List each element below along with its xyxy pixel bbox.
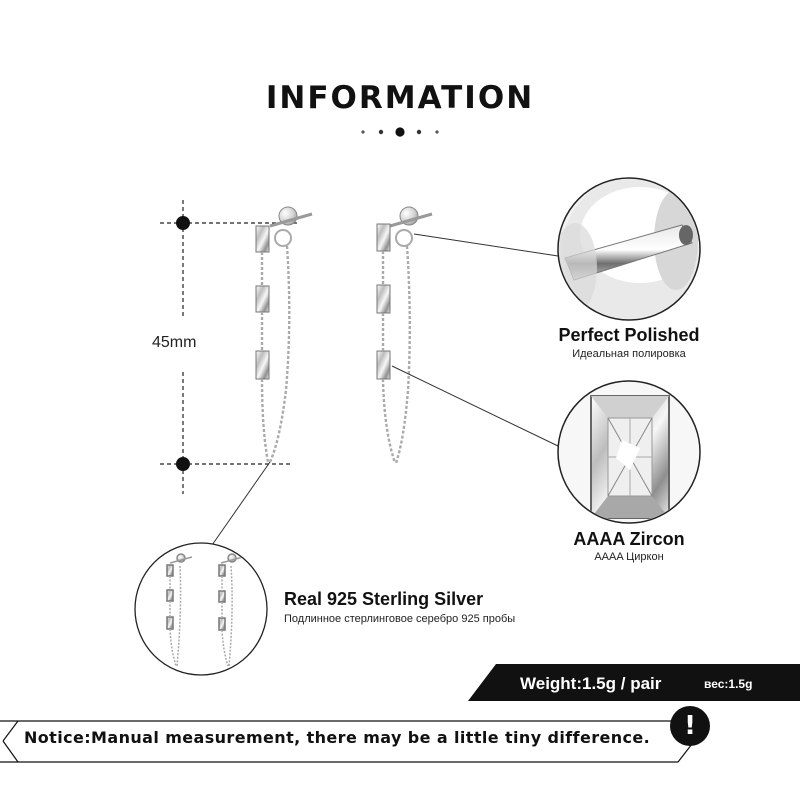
weight-label: Weight:1.5g / pair — [520, 674, 662, 693]
weight-banner — [468, 664, 800, 701]
earring-left — [255, 206, 313, 463]
page-title: INFORMATION — [265, 80, 535, 116]
title-dots-divider — [361, 127, 439, 137]
earring-right — [376, 206, 433, 464]
feature-polished-title: Perfect Polished — [558, 325, 700, 345]
notice-frame — [0, 720, 693, 763]
weight-label-ru: вес:1.5g — [704, 677, 753, 691]
magnifier-circle-icon — [134, 542, 268, 676]
dimension-length-label: 45mm — [152, 334, 197, 351]
feature-silver-subtitle: Подлинное стерлинговое серебро 925 пробы — [284, 613, 516, 625]
feature-zircon-subtitle: AAAA Циркон — [594, 551, 664, 563]
feature-zircon-title: AAAA Zircon — [573, 529, 685, 549]
magnifier-circle-icon — [557, 380, 701, 524]
feature-polished-subtitle: Идеальная полировка — [572, 348, 686, 360]
feature-silver-title: Real 925 Sterling Silver — [284, 589, 484, 609]
notice-text: Notice:Manual measurement, there may be … — [24, 728, 651, 747]
exclamation-icon: ! — [670, 706, 710, 746]
magnifier-circle-icon — [557, 177, 701, 321]
